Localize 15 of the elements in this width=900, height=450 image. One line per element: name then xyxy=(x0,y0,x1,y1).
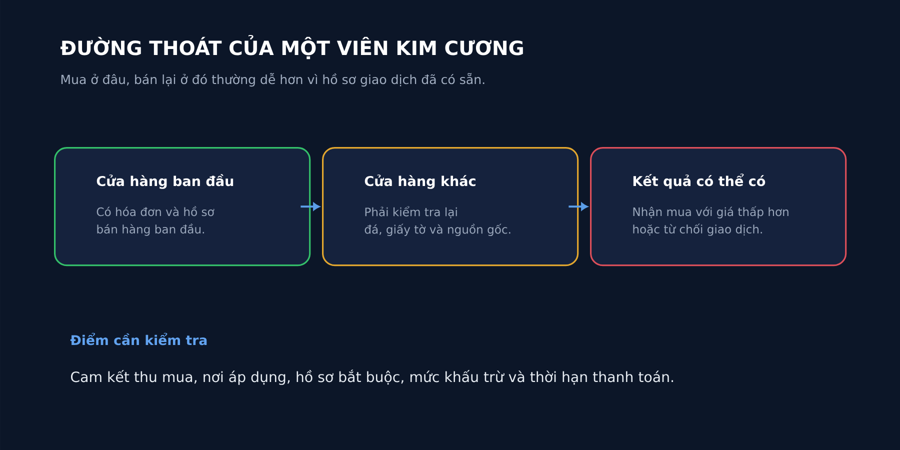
step-card xyxy=(590,147,847,266)
step-card xyxy=(322,147,579,266)
arrow xyxy=(300,202,320,210)
card-title: Cửa hàng khác xyxy=(364,174,476,189)
section-text: Cam kết thu mua, nơi áp dụng, hồ sơ bắt buộc, mức khấu trừ và thời hạn thanh toán. xyxy=(71,370,674,385)
card-text: Nhận mua với giá thấp hơn hoặc từ chối giao dịch. xyxy=(633,206,788,236)
card-text: Có hóa đơn và hồ sơ bán hàng ban đầu. xyxy=(96,206,214,236)
subtitle: Mua ở đâu, bán lại ở đó thường dễ hơn vì hồ sơ giao dịch đã có sẵn. xyxy=(61,73,484,87)
step-card xyxy=(54,147,311,266)
card-title: Cửa hàng ban đầu xyxy=(96,174,234,189)
title: ĐƯỜNG THOÁT CỦA MỘT VIÊN KIM CƯƠNG xyxy=(60,34,523,60)
card-text: Phải kiểm tra lại đá, giấy tờ và nguồn gốc. xyxy=(364,206,510,236)
card-title: Kết quả có thể có xyxy=(633,174,766,189)
section-heading: Điểm cần kiểm tra xyxy=(70,332,207,346)
arrow xyxy=(568,202,588,210)
